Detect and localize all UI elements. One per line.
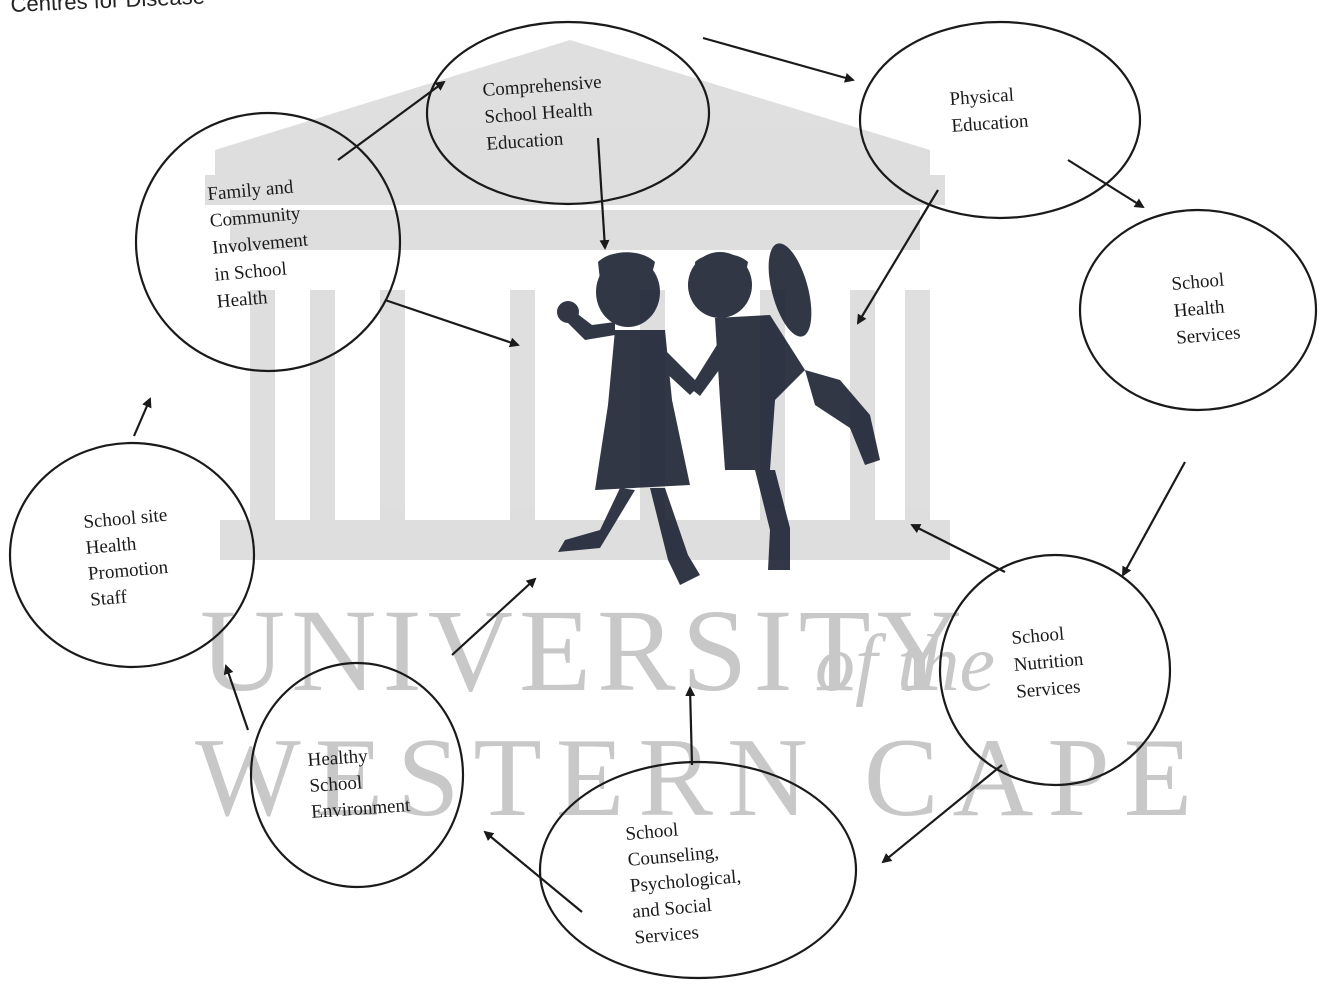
node-label-line: Education [951,111,1030,137]
node-ellipse-school-health-services [1078,208,1318,412]
node-label-line: Health [85,534,138,559]
arrow-physical-to-center [856,189,939,325]
watermark-line1: UNIVERSITY [200,585,968,716]
node-label-school-health-services: SchoolHealthServices [1171,268,1242,348]
node-ellipse-physical-education [858,20,1142,220]
node-ellipse-healthy-school-environment [249,661,465,889]
node-label-line: Services [634,922,700,949]
node-label-line: School [625,819,679,845]
node-ellipse-family-community-involvement [134,111,402,373]
node-label-school-site-health-promotion-staff: School siteHealthPromotionStaff [83,505,175,611]
node-label-line: Staff [89,587,128,611]
arrow-environment-to-center [451,577,537,656]
arrow-nutrition-to-counseling [881,764,1003,864]
node-label-school-nutrition-services: SchoolNutritionServices [1011,622,1087,703]
arrow-environment-to-staff [223,664,250,731]
watermark-line1-suffix: of the [815,620,995,708]
node-label-physical-education: PhysicalEducation [949,84,1030,137]
node-label-line: Promotion [87,557,169,585]
node-label-line: Health [216,287,269,312]
node-label-line: Nutrition [1013,649,1085,676]
node-label-line: in School [214,258,288,285]
node-label-line: Services [1015,676,1081,703]
node-label-line: Counseling, [627,842,720,871]
arrow-health-services-to-nutrition [1122,461,1186,577]
node-label-line: and Social [631,895,712,923]
arrow-counseling-to-center [685,686,696,766]
node-label-line: School site [83,505,168,533]
node-label-line: Involvement [211,229,309,258]
node-label-line: Services [1175,322,1241,349]
node-label-line: Physical [949,85,1015,110]
arrow-family-to-center [384,298,520,348]
arrow-physical-to-health-services [1067,159,1145,209]
node-label-line: Healthy [307,746,369,771]
arrow-comprehensive-to-physical [702,36,855,83]
node-label-line: Psychological, [629,866,742,897]
arrow-nutrition-to-center [910,524,1006,573]
arrow-comprehensive-to-center [596,137,610,250]
watermark-line2: WESTERN CAPE [195,716,1206,840]
node-ellipse-school-site-health-promotion-staff [8,441,256,669]
node-ellipse-school-nutrition-services [938,553,1172,787]
node-ellipse-comprehensive-school-health-education [425,20,711,206]
node-ellipse-school-counseling [538,760,858,980]
node-label-line: School [1011,623,1065,649]
children-silhouette-icon [557,243,880,585]
node-label-line: Health [1173,297,1226,322]
arrow-family-to-comprehensive [337,80,446,161]
arrow-staff-to-family [132,397,152,437]
node-label-line: School [1171,269,1225,295]
node-label-line: School [309,772,363,797]
arrow-counseling-to-environment [483,830,583,913]
